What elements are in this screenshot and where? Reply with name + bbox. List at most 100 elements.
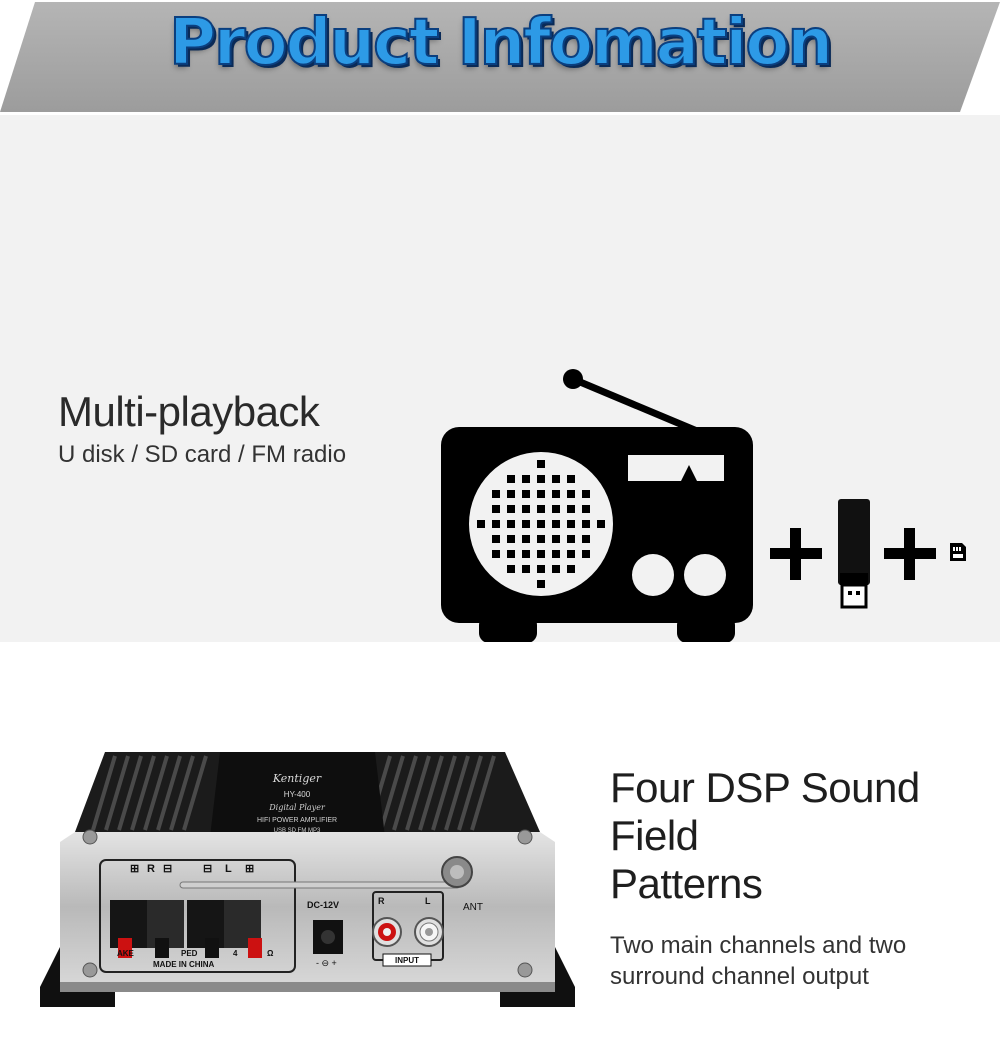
multi-playback-text: Multi-playback U disk / SD card / FM rad…: [58, 388, 346, 470]
heatsink-fin: [444, 755, 470, 831]
grille-hole: [522, 550, 530, 558]
sd-card-icon: [950, 543, 966, 561]
grille-hole: [507, 565, 515, 573]
grille-hole: [507, 535, 515, 543]
grille-hole: [522, 505, 530, 513]
grille-hole: [582, 535, 590, 543]
grille-hole: [492, 550, 500, 558]
made-in-china-label: MADE IN CHINA: [153, 960, 215, 969]
banner-background: [0, 2, 1000, 112]
grille-hole: [507, 490, 515, 498]
heatsink-fin: [117, 755, 143, 831]
grille-hole: [522, 565, 530, 573]
heatsink-fin: [130, 755, 156, 831]
grille-hole: [567, 550, 575, 558]
grille-hole: [567, 520, 575, 528]
dsp-heading-line-1: Four DSP Sound Field: [610, 764, 920, 859]
grille-hole: [537, 475, 545, 483]
grille-hole: [567, 475, 575, 483]
top-label-3: USB SD FM MP3: [274, 828, 321, 834]
grille-hole: [537, 550, 545, 558]
heatsink-fin: [431, 755, 457, 831]
input-l-label: L: [425, 896, 431, 906]
grille-hole: [492, 520, 500, 528]
grille-hole: [522, 475, 530, 483]
brand-label: Kentiger: [272, 772, 322, 785]
dsp-subtitle: Two main channels and two surround chann…: [610, 930, 995, 992]
dsp-text: Four DSP Sound Field Patterns Two main c…: [610, 764, 995, 992]
heatsink-fin: [470, 755, 496, 831]
grille-hole: [552, 565, 560, 573]
multi-playback-section: Multi-playback U disk / SD card / FM rad…: [0, 115, 1000, 643]
grille-hole: [552, 550, 560, 558]
speaker-fragment-2: PED: [181, 949, 198, 958]
grille-hole: [537, 520, 545, 528]
amplifier-image: Kentiger HY-400 Digital Player HIFI POWE…: [40, 752, 575, 1007]
grille-hole: [492, 490, 500, 498]
grille-hole: [552, 520, 560, 528]
svg-text:⊟: ⊟: [203, 863, 212, 875]
multi-playback-subtitle: U disk / SD card / FM radio: [58, 441, 347, 468]
grille-hole: [522, 490, 530, 498]
heatsink-fin: [169, 755, 195, 831]
grille-hole: [537, 580, 545, 588]
grille-hole: [582, 490, 590, 498]
top-label-2: HIFI POWER AMPLIFIER: [257, 817, 337, 824]
heatsink-fin: [91, 755, 117, 831]
radio-icon: [441, 369, 753, 643]
grille-hole: [522, 520, 530, 528]
svg-text:⊞: ⊞: [130, 863, 139, 875]
grille-hole: [552, 505, 560, 513]
grille-hole: [492, 505, 500, 513]
grille-hole: [537, 565, 545, 573]
grille-hole: [567, 535, 575, 543]
heatsink-fin: [143, 755, 169, 831]
svg-text:⊞: ⊞: [245, 863, 254, 875]
svg-text:⊟: ⊟: [163, 863, 172, 875]
speaker-fragment-3: 4: [233, 949, 238, 958]
heatsink-fin: [182, 755, 208, 831]
dsp-subtitle-line-2: surround channel output: [610, 963, 869, 990]
heatsink-fin: [405, 755, 431, 831]
grille-hole: [567, 505, 575, 513]
heatsink-fin: [156, 755, 182, 831]
plus-icon: [884, 528, 936, 580]
grille-hole: [507, 505, 515, 513]
dsp-heading: Four DSP Sound Field Patterns: [610, 764, 995, 908]
grille-hole: [537, 505, 545, 513]
speaker-fragment-4: Ω: [267, 949, 274, 958]
grille-hole: [552, 475, 560, 483]
grille-hole: [582, 520, 590, 528]
speaker-terminals: [110, 900, 262, 958]
grille-hole: [597, 520, 605, 528]
grille-hole: [507, 550, 515, 558]
grille-hole: [507, 520, 515, 528]
grille-hole: [582, 550, 590, 558]
channel-left-label: L: [225, 863, 232, 875]
usb-sd-icons: [770, 499, 966, 609]
grille-hole: [507, 475, 515, 483]
usb-drive-icon: [838, 499, 870, 609]
heatsink-fin: [392, 755, 418, 831]
heatsink-fin: [418, 755, 444, 831]
dc-label: DC-12V: [307, 900, 339, 910]
multi-playback-heading: Multi-playback: [58, 388, 320, 435]
banner-title: Product Infomation: [168, 5, 834, 81]
grille-hole: [492, 535, 500, 543]
plus-icon: [770, 528, 822, 580]
dsp-section: Kentiger HY-400 Digital Player HIFI POWE…: [0, 642, 1000, 1032]
top-label-1: Digital Player: [268, 803, 326, 812]
dsp-subtitle-line-1: Two main channels and two: [610, 932, 907, 959]
grille-hole: [567, 565, 575, 573]
grille-hole: [567, 490, 575, 498]
grille-hole: [582, 505, 590, 513]
input-label: INPUT: [395, 956, 419, 965]
heatsink-fin: [104, 755, 130, 831]
grille-hole: [537, 460, 545, 468]
banner: Product Infomation: [0, 0, 1000, 115]
grille-hole: [477, 520, 485, 528]
speaker-fragment-1: AKE: [117, 949, 135, 958]
channel-right-label: R: [147, 863, 155, 875]
input-r-label: R: [378, 896, 385, 906]
svg-text:- ⊖ +: - ⊖ +: [316, 958, 337, 968]
